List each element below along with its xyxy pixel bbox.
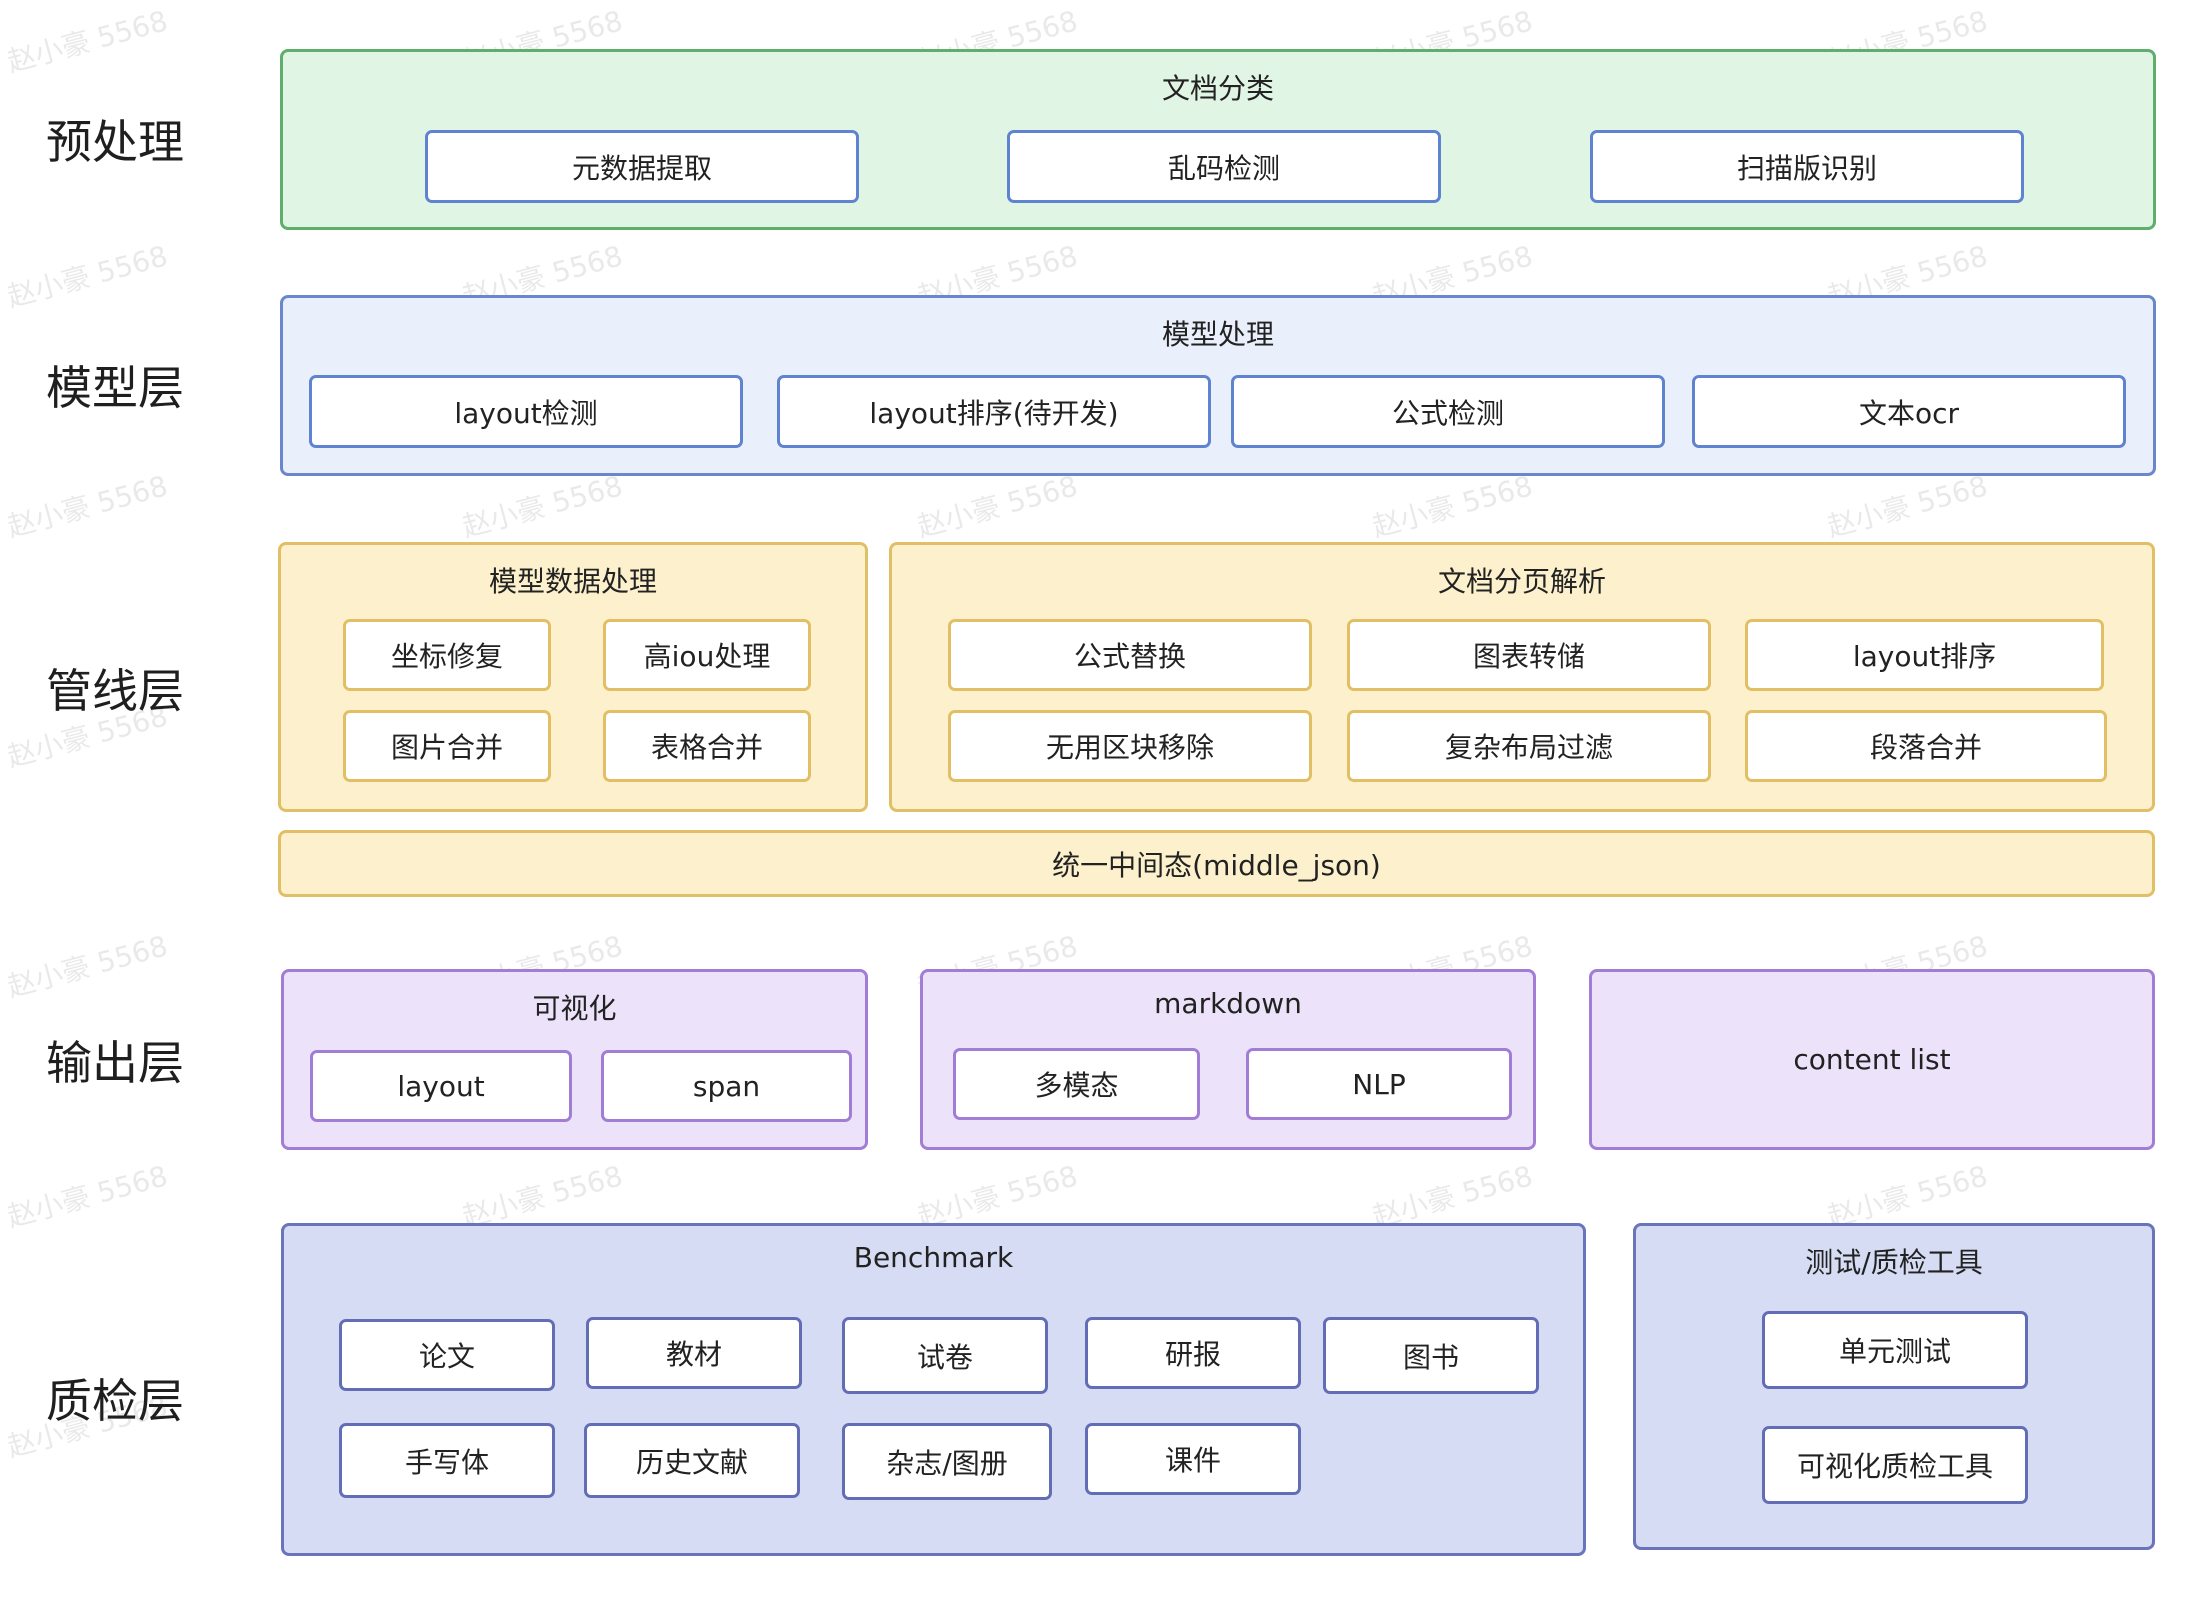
node-formula-detect: 公式检测 (1231, 375, 1665, 448)
node-unit-test: 单元测试 (1762, 1311, 2028, 1389)
watermark-text: 赵小豪 5568 (913, 469, 1082, 544)
node-span: span (601, 1050, 852, 1122)
watermark-text: 赵小豪 5568 (3, 929, 172, 1004)
watermark-text: 赵小豪 5568 (3, 4, 172, 79)
benchmark-group: Benchmark 论文 教材 试卷 研报 图书 手写体 历史文献 杂志/图册 … (281, 1223, 1586, 1556)
node-scan-detect: 扫描版识别 (1590, 130, 2024, 203)
group-title: 文档分页解析 (1437, 565, 1606, 598)
node-high-iou: 高iou处理 (603, 619, 811, 691)
group-title: 测试/质检工具 (1805, 1246, 1983, 1279)
node-historical-docs: 历史文献 (584, 1423, 800, 1498)
row-label-pipeline: 管线层 (46, 664, 184, 718)
node-textbook: 教材 (586, 1317, 802, 1389)
node-formula-replace: 公式替换 (948, 619, 1312, 691)
markdown-group: markdown 多模态 NLP (920, 969, 1536, 1150)
node-paper: 论文 (339, 1319, 555, 1391)
watermark-text: 赵小豪 5568 (458, 469, 627, 544)
node-coord-fix: 坐标修复 (343, 619, 551, 691)
group-title: 文档分类 (1161, 72, 1274, 105)
node-text-ocr: 文本ocr (1692, 375, 2126, 448)
node-magazine: 杂志/图册 (842, 1423, 1052, 1500)
visualization-group: 可视化 layout span (281, 969, 868, 1150)
group-title: markdown (1154, 987, 1302, 1020)
doc-classification-group: 文档分类 元数据提取 乱码检测 扫描版识别 (280, 49, 2156, 230)
node-book: 图书 (1323, 1317, 1539, 1394)
content-list-group: content list (1589, 969, 2155, 1150)
model-data-processing-group: 模型数据处理 坐标修复 高iou处理 图片合并 表格合并 (278, 542, 868, 812)
group-title: 模型数据处理 (488, 565, 657, 598)
node-garbled-detect: 乱码检测 (1007, 130, 1441, 203)
model-processing-group: 模型处理 layout检测 layout排序(待开发) 公式检测 文本ocr (280, 295, 2156, 476)
watermark-text: 赵小豪 5568 (1368, 469, 1537, 544)
node-paragraph-merge: 段落合并 (1745, 710, 2107, 782)
watermark-text: 赵小豪 5568 (3, 469, 172, 544)
doc-page-parse-group: 文档分页解析 公式替换 图表转储 layout排序 无用区块移除 复杂布局过滤 … (889, 542, 2155, 812)
node-complex-layout-filter: 复杂布局过滤 (1347, 710, 1711, 782)
node-metadata-extract: 元数据提取 (425, 130, 859, 203)
node-layout-sort: layout排序 (1745, 619, 2104, 691)
node-chart-dump: 图表转储 (1347, 619, 1711, 691)
node-research-report: 研报 (1085, 1317, 1301, 1389)
node-layout: layout (310, 1050, 572, 1122)
node-table-merge: 表格合并 (603, 710, 811, 782)
group-title: 可视化 (532, 992, 617, 1025)
node-multimodal: 多模态 (953, 1048, 1200, 1120)
test-qc-tools-group: 测试/质检工具 单元测试 可视化质检工具 (1633, 1223, 2155, 1550)
watermark-text: 赵小豪 5568 (3, 1159, 172, 1234)
node-layout-detect: layout检测 (309, 375, 743, 448)
row-label-output: 输出层 (46, 1036, 184, 1090)
group-title: 模型处理 (1161, 318, 1274, 351)
middle-json-bar: 统一中间态(middle_json) (278, 830, 2155, 897)
node-handwriting: 手写体 (339, 1423, 555, 1498)
watermark-text: 赵小豪 5568 (3, 239, 172, 314)
row-label-model: 模型层 (46, 361, 184, 415)
row-label-qc: 质检层 (46, 1374, 184, 1428)
node-useless-block-remove: 无用区块移除 (948, 710, 1312, 782)
watermark-text: 赵小豪 5568 (1823, 469, 1992, 544)
node-nlp: NLP (1246, 1048, 1512, 1120)
node-courseware: 课件 (1085, 1423, 1301, 1495)
group-title: Benchmark (853, 1241, 1014, 1274)
node-layout-sort-dev: layout排序(待开发) (777, 375, 1211, 448)
node-visual-qc-tool: 可视化质检工具 (1762, 1426, 2028, 1504)
node-image-merge: 图片合并 (343, 710, 551, 782)
row-label-preprocess: 预处理 (46, 115, 184, 169)
content-list-label: content list (1793, 1043, 1951, 1076)
middle-json-label: 统一中间态(middle_json) (1052, 848, 1381, 882)
node-exam: 试卷 (842, 1317, 1048, 1394)
